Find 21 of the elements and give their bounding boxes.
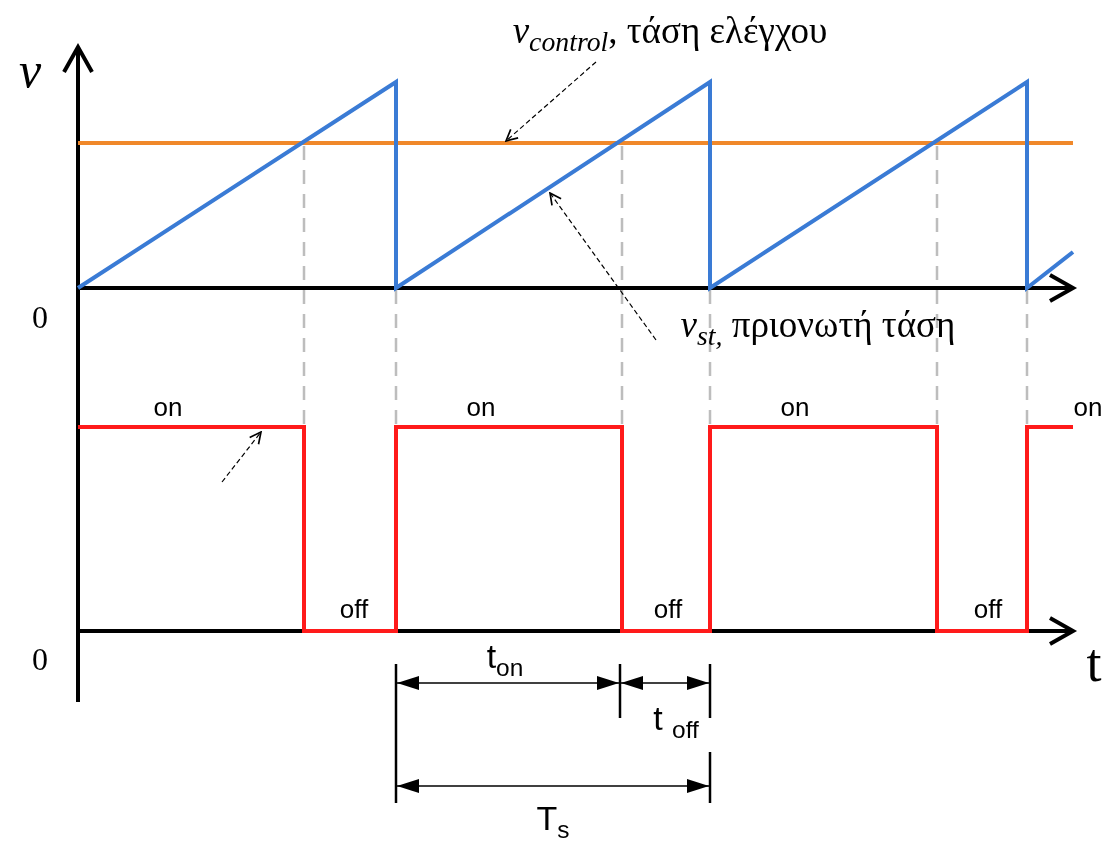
sawtooth-waveform: [76, 78, 1075, 293]
state-label: off: [339, 594, 369, 624]
dimension-label: t $_{off}$: [653, 700, 699, 744]
state-label: off: [973, 594, 1003, 624]
state-label: off: [653, 594, 683, 624]
axis-label: 0: [32, 300, 48, 336]
dimension-label: t$_{on}$: [486, 638, 524, 682]
dimension-label: T$_{s}$: [536, 800, 570, 841]
state-label: on: [153, 392, 183, 422]
sawtooth-voltage-label: v$_{st,}$ πριονωτή τάση: [680, 304, 956, 352]
pwm-waveform: [78, 425, 1073, 633]
control-voltage-label: v$_{control}$, τάση ελέγχου: [512, 10, 828, 58]
leader-arrow: [505, 61, 597, 142]
axis-label: t: [1086, 634, 1102, 694]
leader-arrow: [221, 431, 262, 483]
axis-label: v: [18, 42, 42, 98]
axis-label: 0: [32, 642, 48, 678]
leader-arrow: [549, 192, 657, 341]
state-label: on: [780, 392, 810, 422]
state-label: on: [1073, 392, 1103, 422]
state-label: on: [466, 392, 496, 422]
